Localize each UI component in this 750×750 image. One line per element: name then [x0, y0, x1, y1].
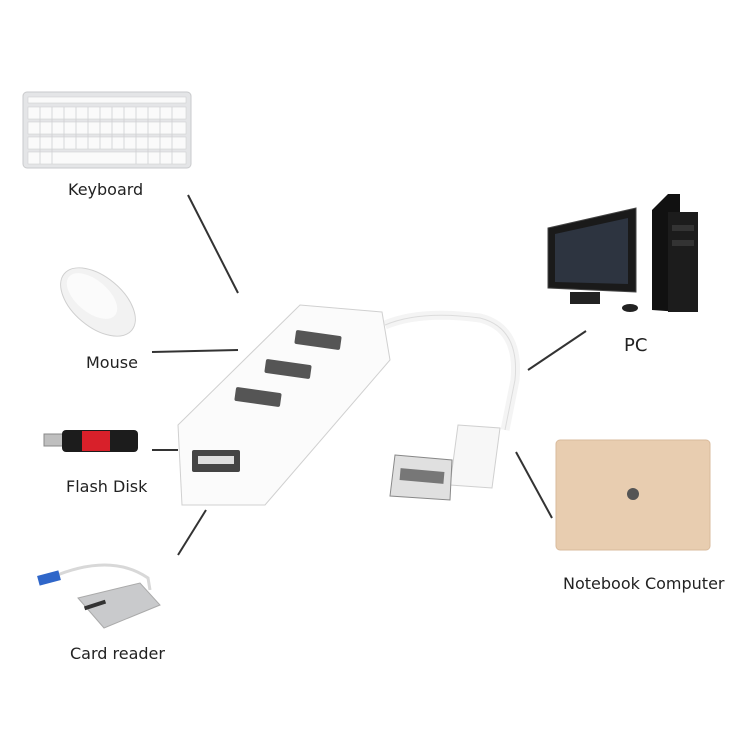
pc-image	[547, 194, 698, 312]
usb-hub-image	[177, 304, 391, 506]
keyboard-label: Keyboard	[68, 180, 144, 199]
hub-cable	[383, 310, 521, 431]
mouse-image	[60, 267, 136, 337]
pc-line	[527, 330, 587, 371]
notebook-image	[555, 439, 711, 551]
keyboard-line	[187, 194, 239, 294]
mouse-line	[151, 349, 239, 353]
pc-label: PC	[624, 335, 648, 356]
flash-disk-image	[43, 430, 138, 452]
mouse-label: Mouse	[86, 353, 138, 372]
usb-plug-image	[389, 424, 501, 501]
card-reader-image	[37, 563, 161, 629]
card-reader-label: Card reader	[70, 644, 165, 663]
notebook-label: Notebook Computer	[563, 574, 725, 593]
keyboard-image	[22, 91, 192, 169]
notebook-line	[515, 451, 553, 519]
flash-disk-label: Flash Disk	[66, 477, 148, 496]
card-reader-line	[177, 509, 207, 556]
